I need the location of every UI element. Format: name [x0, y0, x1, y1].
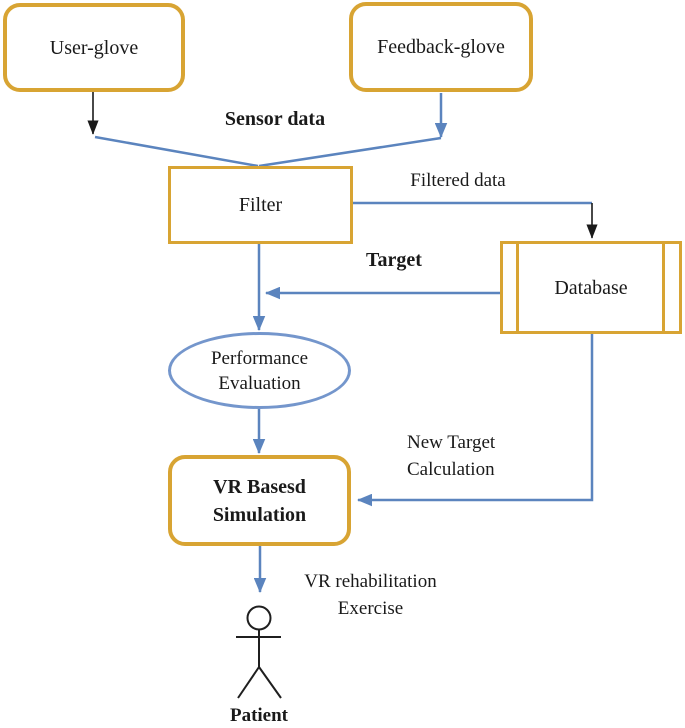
label-new-target-line1: New Target	[407, 432, 496, 453]
node-feedback-glove-label: Feedback-glove	[377, 36, 505, 58]
label-target: Target	[366, 249, 422, 271]
arrow-database-to-vr	[356, 334, 594, 507]
vr-simulation-line2: Simulation	[212, 503, 307, 526]
node-user-glove: User-glove	[3, 3, 185, 92]
node-performance-evaluation: Performance Evaluation	[168, 332, 351, 409]
label-new-target-line2: Calculation	[407, 459, 495, 480]
node-feedback-glove: Feedback-glove	[349, 2, 533, 92]
performance-evaluation-line2: Evaluation	[218, 372, 301, 394]
database-inner-line-right	[662, 244, 665, 331]
performance-evaluation-line1: Performance	[210, 347, 309, 369]
vr-simulation-line1: VR Basesd	[213, 475, 306, 498]
line-feedback-glove-to-filter	[258, 136, 442, 168]
node-filter-label: Filter	[238, 194, 283, 216]
label-new-target-calculation: New Target Calculation	[407, 429, 547, 483]
patient-stick-figure	[236, 605, 282, 699]
label-vr-rehabilitation-exercise: VR rehabilitation Exercise	[283, 568, 458, 622]
node-database: Database	[500, 241, 682, 334]
label-filtered-data: Filtered data	[410, 170, 506, 191]
node-vr-based-simulation: VR Basesd Simulation	[168, 455, 351, 546]
stick-figure-leg-left	[237, 666, 260, 699]
label-vr-rehab-line2: Exercise	[337, 598, 404, 619]
node-database-label: Database	[554, 276, 628, 299]
label-vr-rehab-line1: VR rehabilitation	[304, 571, 437, 592]
line-user-glove-to-filter	[94, 135, 259, 168]
node-filter: Filter	[168, 166, 353, 244]
node-user-glove-label: User-glove	[49, 36, 139, 59]
database-inner-line-left	[516, 244, 519, 331]
label-sensor-data: Sensor data	[224, 108, 326, 130]
stick-figure-head	[246, 605, 272, 631]
label-patient: Patient	[229, 705, 289, 726]
stick-figure-leg-right	[258, 666, 282, 699]
